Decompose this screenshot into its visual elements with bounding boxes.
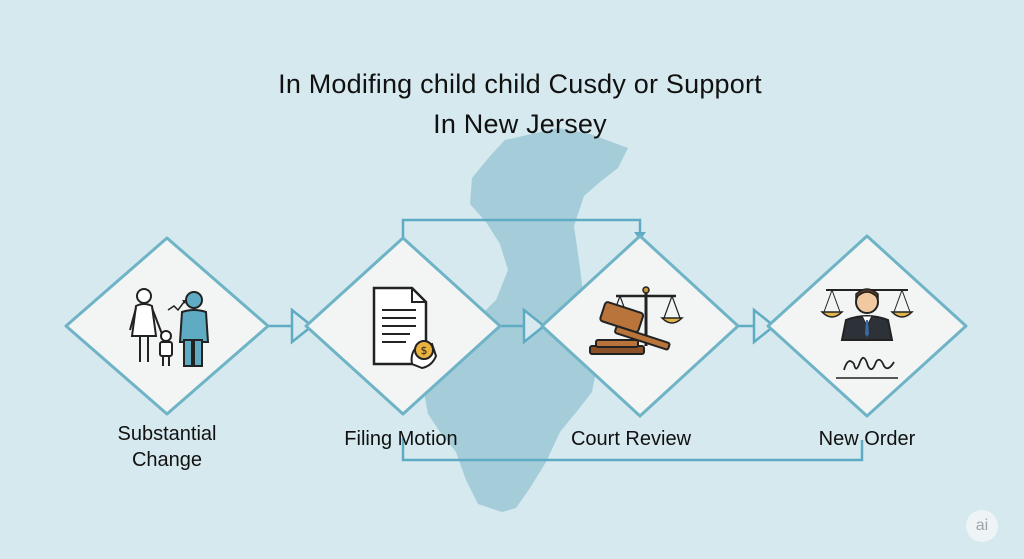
gavel-scales-icon bbox=[589, 286, 684, 355]
step-1-diamond bbox=[64, 236, 270, 416]
ai-watermark: ai bbox=[966, 510, 998, 542]
judge-signature-icon bbox=[820, 288, 914, 379]
document-money-icon: $ bbox=[372, 286, 438, 370]
step-label-court-review: Court Review bbox=[570, 428, 692, 450]
title-line-1: In Modifing child child Cusdy or Support bbox=[278, 69, 762, 99]
step-label-filing-motion: Filing Motion bbox=[344, 428, 458, 450]
step-label-substantial-change: Substantial Change bbox=[117, 423, 217, 471]
svg-text:$: $ bbox=[421, 344, 428, 357]
page-title: In Modifing child child Cusdy or Support… bbox=[0, 64, 1024, 144]
family-icon bbox=[129, 288, 210, 367]
step-label-new-order: New Order bbox=[818, 428, 916, 450]
title-line-2: In New Jersey bbox=[433, 109, 607, 139]
